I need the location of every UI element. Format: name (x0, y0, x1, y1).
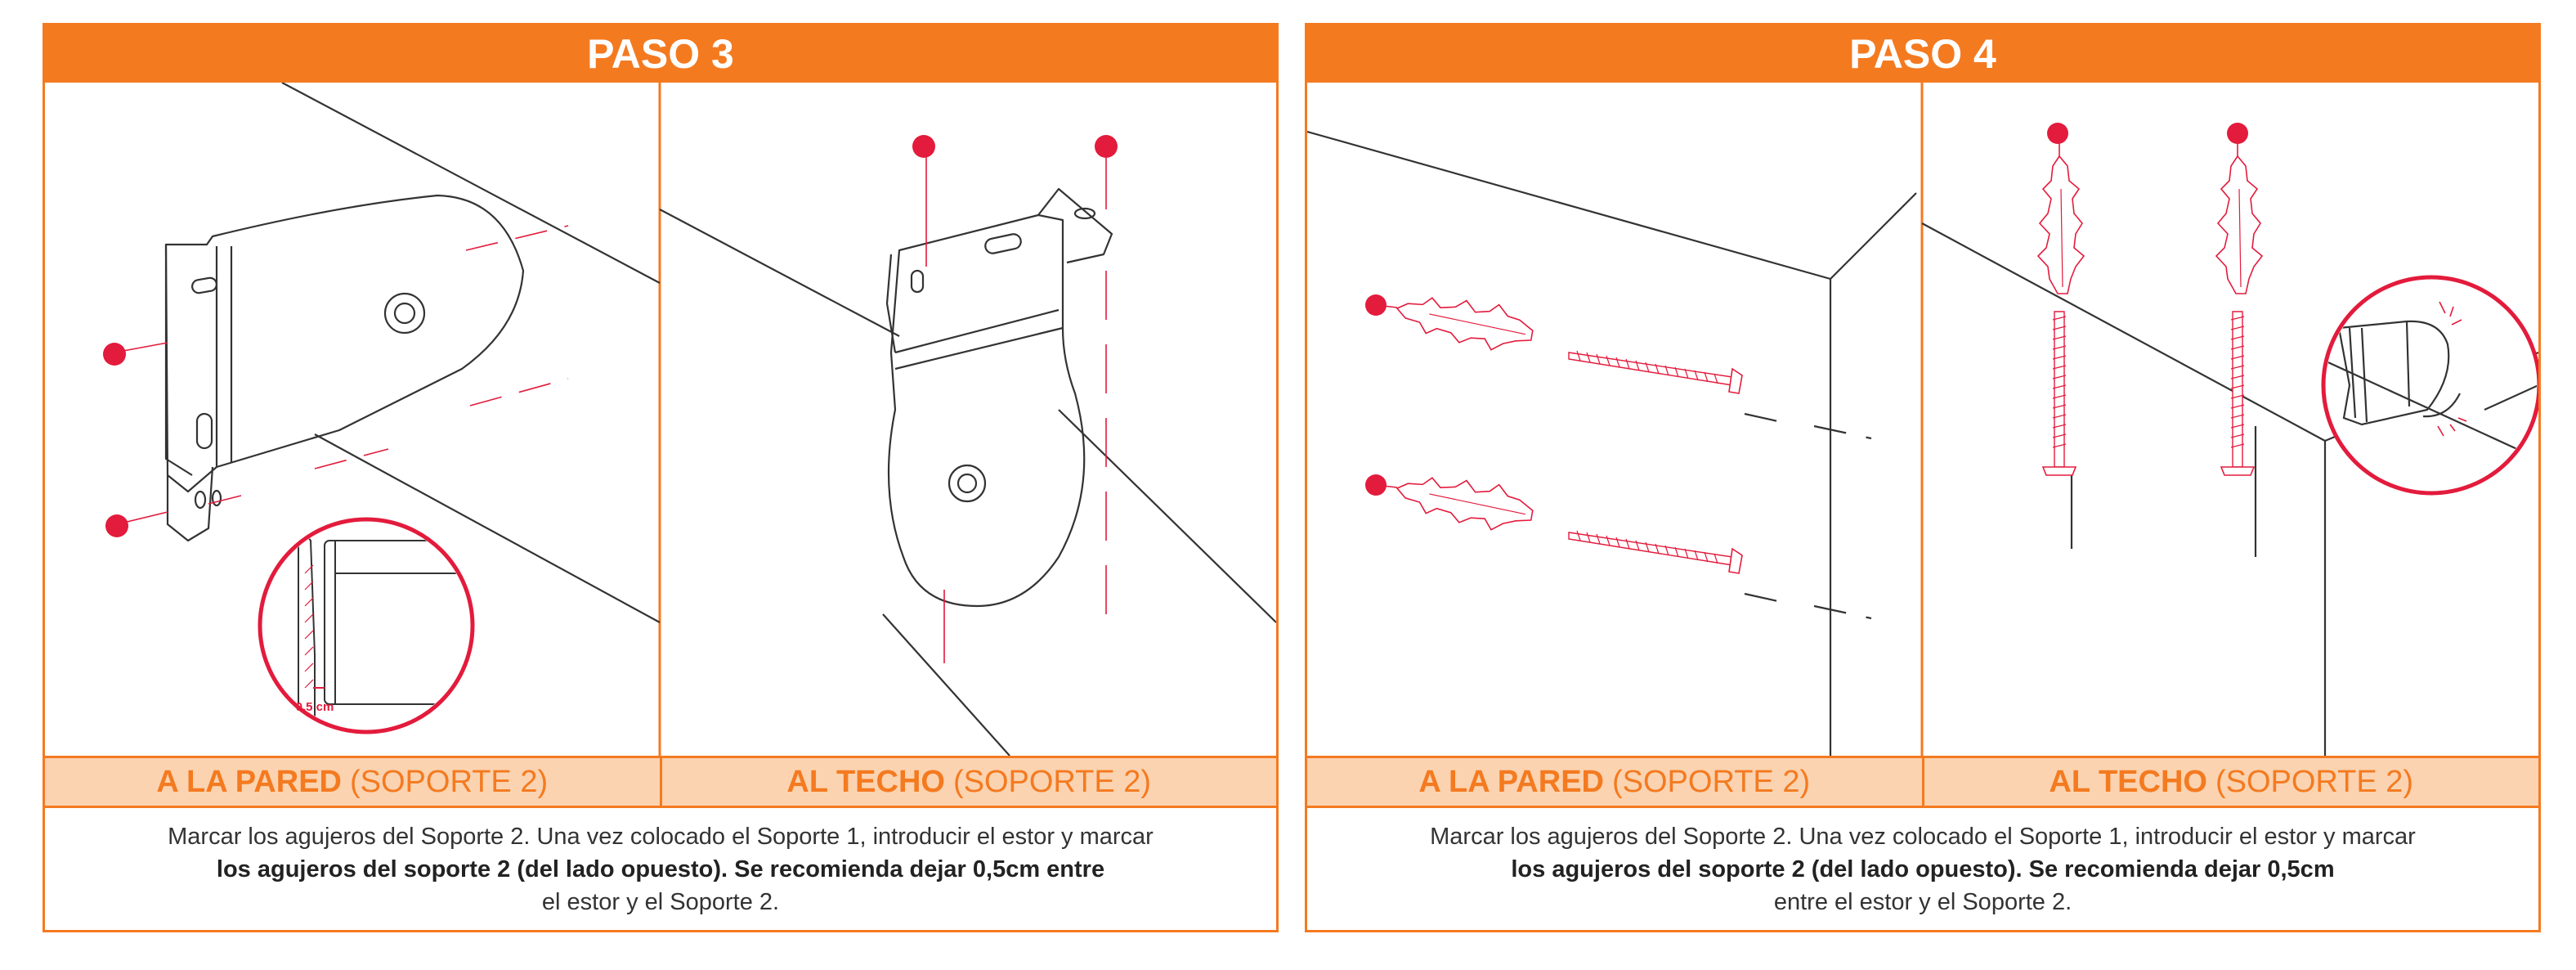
gap-detail-zoom: 0,5 cm (258, 517, 475, 734)
ceiling-plugs-and-screws (2037, 123, 2263, 476)
step-4-caption-wall: A LA PARED(SOPORTE 2) (1418, 764, 1811, 799)
step-3-caption-wall: A LA PARED(SOPORTE 2) (156, 764, 549, 799)
ceiling-mark-guides (925, 146, 1107, 663)
step-4-panel: PASO 4 (1305, 23, 2541, 932)
wall-install-drawing (1307, 130, 1917, 756)
step-3-caption-ceiling: AL TECHO(SOPORTE 2) (659, 758, 1277, 806)
gap-label: 0,5 cm (296, 700, 334, 714)
step-3-title: PASO 3 (45, 25, 1276, 83)
ceiling-mark-dot-left (912, 135, 935, 158)
step-3-panel: PASO 3 (43, 23, 1279, 932)
ceiling-mark-dot-right (1095, 135, 1118, 158)
step-4-description: Marcar los agujeros del Soporte 2. Una v… (1430, 823, 2416, 915)
step-3-illustration: 0,5 cm (103, 83, 1276, 756)
step-4-caption-ceiling: AL TECHO(SOPORTE 2) (1921, 758, 2539, 806)
wall-mount-drawing (164, 83, 661, 623)
wall-mark-dot-bottom (105, 514, 128, 537)
step-4-captions: A LA PARED(SOPORTE 2) AL TECHO(SOPORTE 2… (1307, 756, 2538, 808)
step-3-description: Marcar los agujeros del Soporte 2. Una v… (168, 823, 1154, 915)
step-4-title: PASO 4 (1307, 25, 2538, 83)
wall-plugs-and-screws (1365, 286, 1743, 574)
bracket-detail-zoom (2321, 275, 2538, 496)
wall-mark-guides (114, 225, 569, 525)
step-3-captions: A LA PARED(SOPORTE 2) AL TECHO(SOPORTE 2… (45, 756, 1276, 808)
step-4-illustration (1307, 83, 2538, 756)
wall-mark-dot-top (103, 343, 126, 366)
ceiling-mount-drawing (659, 187, 1276, 756)
